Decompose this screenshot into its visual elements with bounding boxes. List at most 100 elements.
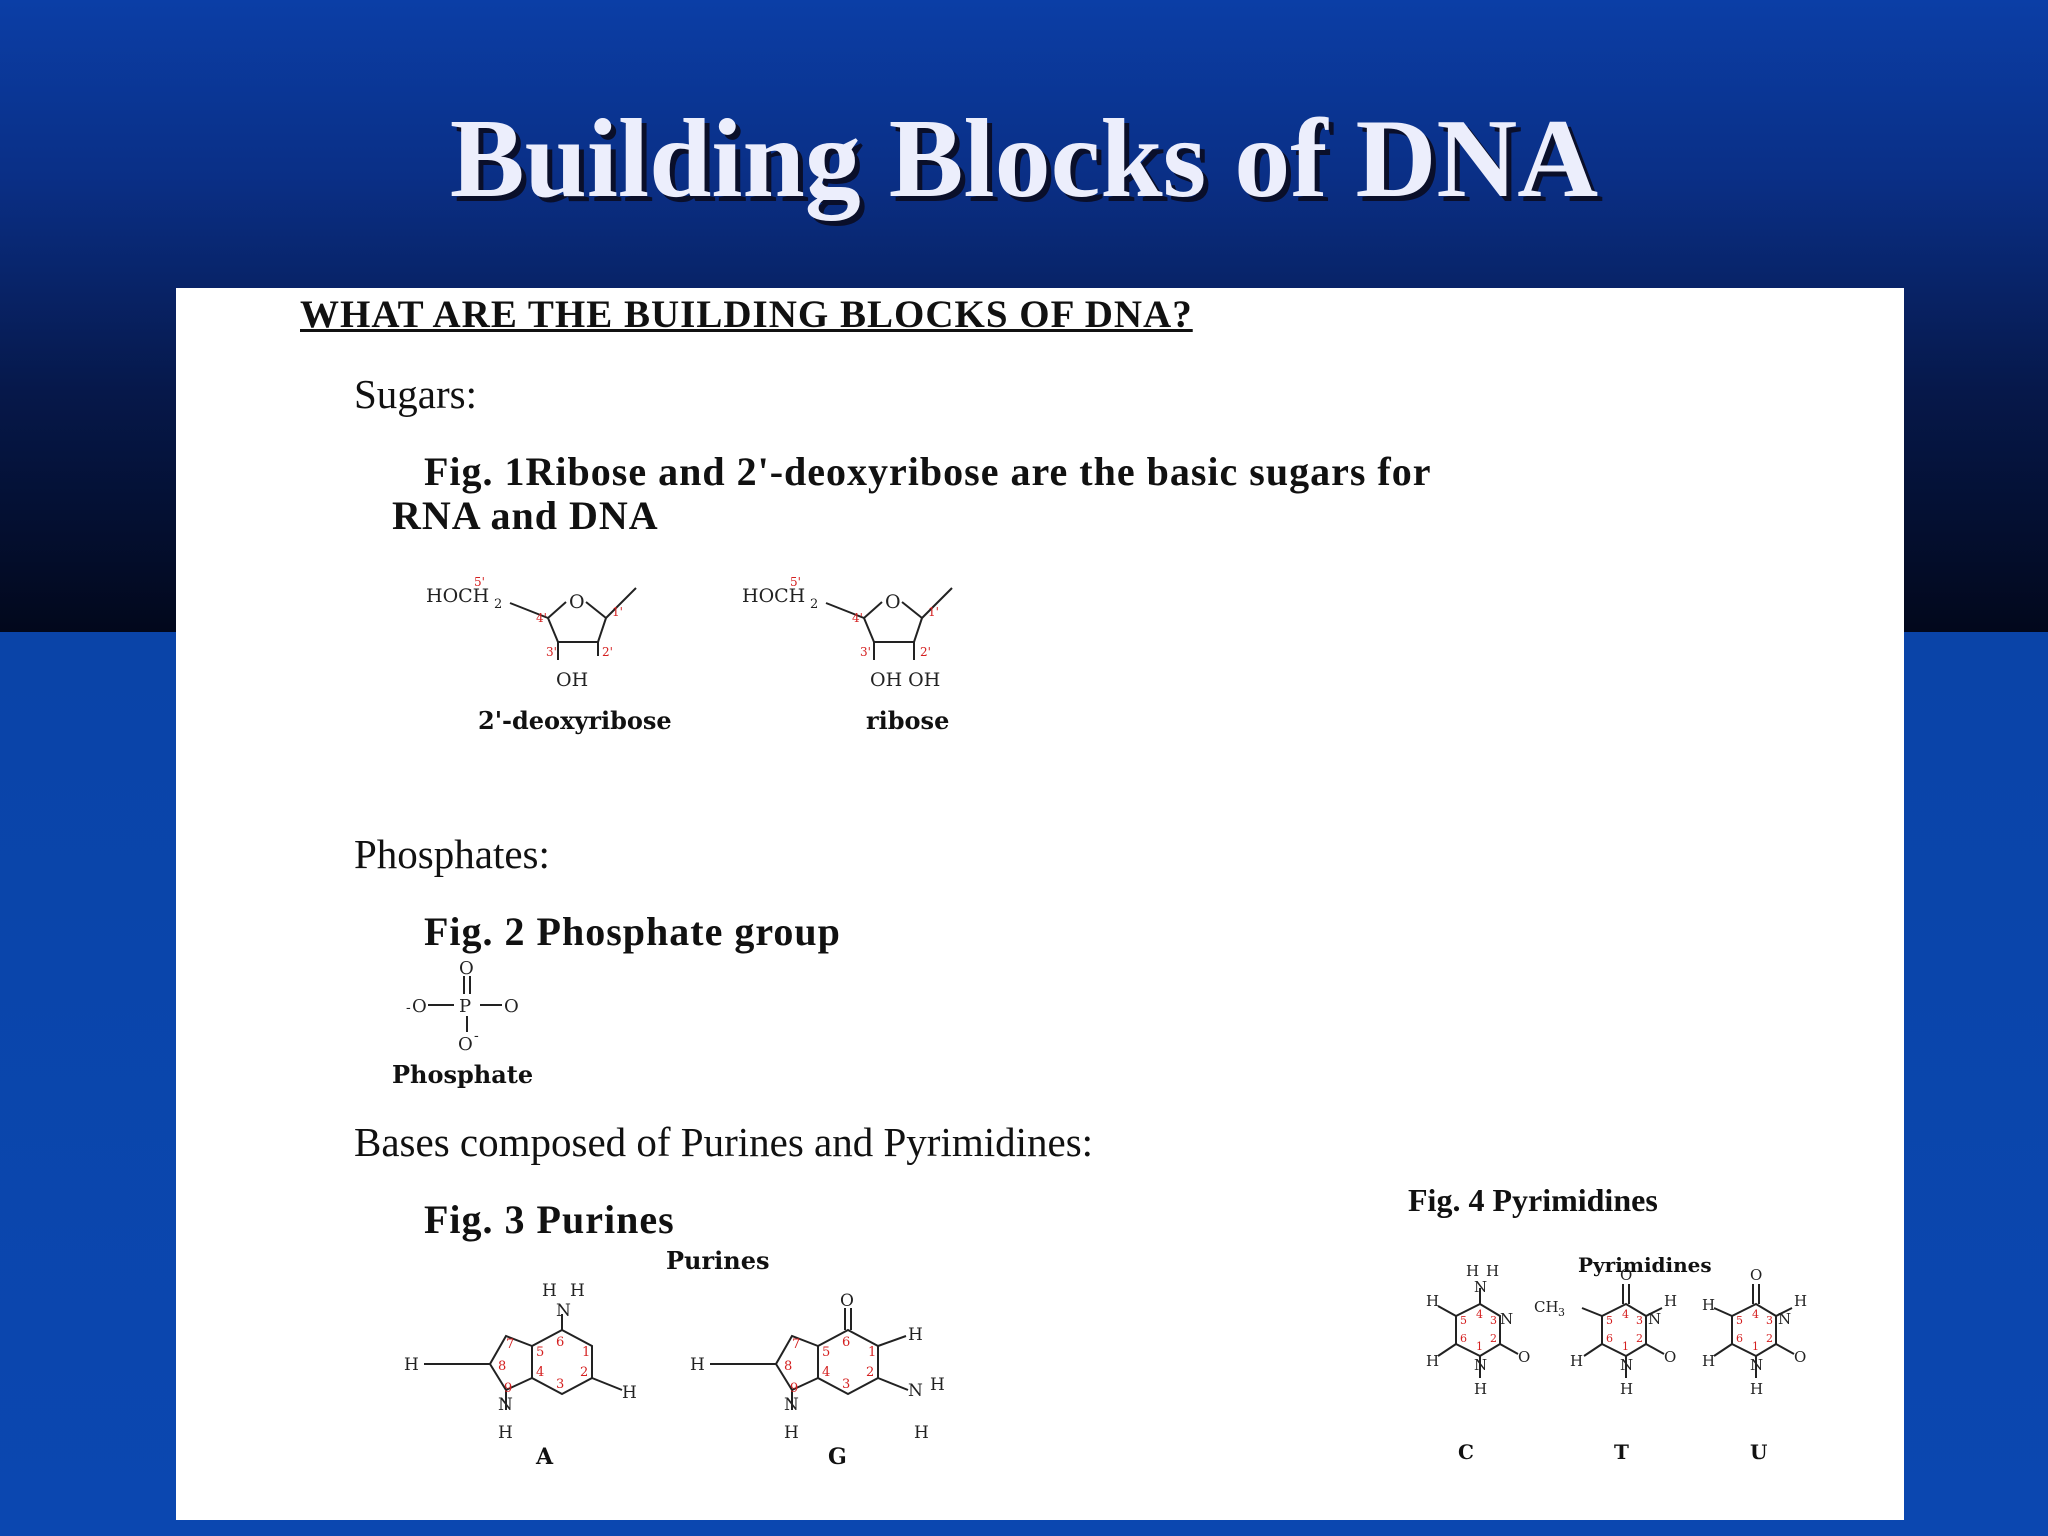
phosphate-name: Phosphate <box>392 1060 534 1089</box>
svg-text:O: O <box>1518 1348 1530 1366</box>
ribose-structure: HOCH 2 O OH OH 5' 4' 3' 2' 1' <box>742 575 953 691</box>
deoxyribose-pos-2: 2' <box>602 645 613 659</box>
svg-text:8: 8 <box>498 1359 506 1374</box>
thymine-label: T <box>1614 1440 1629 1464</box>
svg-text:H: H <box>1426 1352 1439 1370</box>
svg-text:N: N <box>1474 1278 1487 1296</box>
guanine-label: G <box>828 1444 847 1470</box>
svg-text:H: H <box>1474 1380 1487 1398</box>
svg-text:O: O <box>1620 1266 1632 1284</box>
svg-text:H: H <box>1466 1262 1479 1280</box>
svg-text:N: N <box>1474 1356 1487 1374</box>
svg-text:5: 5 <box>1606 1314 1613 1327</box>
svg-text:1: 1 <box>1752 1340 1759 1353</box>
svg-text:O: O <box>840 1291 854 1311</box>
ribose-pos-1: 1' <box>928 605 939 619</box>
deoxyribose-pos-5: 5' <box>474 575 485 589</box>
svg-text:N: N <box>1500 1310 1513 1328</box>
ribose-hoch-sub: 2 <box>810 597 818 612</box>
deoxyribose-pos-3: 3' <box>546 645 557 659</box>
svg-text:N: N <box>1750 1356 1763 1374</box>
phosphate-bottom-minus: - <box>474 1028 479 1044</box>
svg-text:6: 6 <box>842 1335 850 1350</box>
svg-text:3: 3 <box>842 1377 850 1392</box>
thymine-methyl-sub: 3 <box>1558 1306 1565 1319</box>
phosphate-top-oxygen: O <box>459 958 474 979</box>
content-panel: WHAT ARE THE BUILDING BLOCKS OF DNA? Sug… <box>176 288 1904 1520</box>
svg-text:H: H <box>690 1355 705 1375</box>
svg-text:4: 4 <box>536 1365 544 1380</box>
slide-title: Building Blocks of DNA <box>449 97 1599 221</box>
uracil-structure: O H H N H N H O 5 4 3 2 1 6 <box>1702 1266 1807 1398</box>
svg-text:4: 4 <box>1476 1308 1483 1321</box>
purines-subtitle: Purines <box>666 1246 770 1275</box>
ribose-pos-3: 3' <box>860 645 871 659</box>
svg-text:H: H <box>784 1423 799 1443</box>
uracil-label: U <box>1750 1440 1768 1464</box>
svg-text:5: 5 <box>536 1345 544 1360</box>
thymine-methyl: CH <box>1534 1298 1559 1316</box>
svg-text:H: H <box>622 1383 637 1403</box>
svg-text:4: 4 <box>1622 1308 1629 1321</box>
cytosine-label: C <box>1458 1440 1474 1464</box>
svg-text:H: H <box>1486 1262 1499 1280</box>
svg-text:O: O <box>1750 1266 1762 1284</box>
svg-text:6: 6 <box>1736 1332 1743 1345</box>
svg-text:N: N <box>1620 1356 1633 1374</box>
ribose-pos-4: 4' <box>852 611 863 625</box>
svg-text:4: 4 <box>822 1365 830 1380</box>
svg-text:H: H <box>1750 1380 1763 1398</box>
svg-text:7: 7 <box>792 1337 800 1352</box>
ribose-ring-oxygen: O <box>885 591 901 613</box>
svg-text:H: H <box>570 1281 585 1301</box>
ribose-oh-oh: OH OH <box>870 669 940 691</box>
thymine-structure: O CH 3 H N H N H O 5 4 3 2 1 6 <box>1534 1266 1677 1398</box>
deoxyribose-hoch-sub: 2 <box>494 597 502 612</box>
svg-text:2: 2 <box>1766 1332 1773 1345</box>
svg-text:N: N <box>498 1395 513 1415</box>
ribose-name: ribose <box>866 706 950 735</box>
phosphate-right-oxygen: O <box>504 996 519 1017</box>
svg-text:5: 5 <box>1460 1314 1467 1327</box>
svg-text:9: 9 <box>504 1381 512 1396</box>
deoxyribose-ring-oxygen: O <box>569 591 585 613</box>
svg-text:1: 1 <box>1622 1340 1629 1353</box>
svg-text:7: 7 <box>506 1337 514 1352</box>
svg-text:N: N <box>784 1395 799 1415</box>
deoxyribose-pos-4: 4' <box>536 611 547 625</box>
svg-text:2: 2 <box>1636 1332 1643 1345</box>
phosphate-left-oxygen: O <box>412 996 427 1017</box>
deoxyribose-hoch-text: HOCH <box>426 585 489 607</box>
fig1-caption-line1: Fig. 1Ribose and 2'-deoxyribose are the … <box>424 449 1432 494</box>
phosphate-structure: O - O P O O - <box>406 958 519 1055</box>
adenine-label: A <box>536 1444 554 1470</box>
deoxyribose-pos-1: 1' <box>612 605 623 619</box>
phosphate-left-minus: - <box>406 1000 411 1016</box>
svg-text:2: 2 <box>866 1365 874 1380</box>
svg-text:N: N <box>556 1301 571 1321</box>
panel-heading: WHAT ARE THE BUILDING BLOCKS OF DNA? <box>300 293 1193 336</box>
svg-text:H: H <box>1702 1352 1715 1370</box>
svg-text:N: N <box>1648 1310 1661 1328</box>
svg-text:5: 5 <box>822 1345 830 1360</box>
svg-text:H: H <box>1570 1352 1583 1370</box>
svg-text:N: N <box>1778 1310 1791 1328</box>
svg-text:H: H <box>908 1325 923 1345</box>
deoxyribose-oh: OH <box>556 669 588 691</box>
svg-text:5: 5 <box>1736 1314 1743 1327</box>
pyrimidines-subtitle: Pyrimidines <box>1578 1253 1712 1277</box>
svg-text:1: 1 <box>868 1345 876 1360</box>
ribose-pos-5: 5' <box>790 575 801 589</box>
svg-text:2: 2 <box>1490 1332 1497 1345</box>
fig1-caption-line2: RNA and DNA <box>392 493 659 538</box>
svg-text:H: H <box>1426 1292 1439 1310</box>
svg-text:3: 3 <box>1636 1314 1643 1327</box>
svg-text:2: 2 <box>580 1365 588 1380</box>
svg-text:H: H <box>914 1423 929 1443</box>
fig2-caption: Fig. 2 Phosphate group <box>424 909 841 954</box>
svg-text:N: N <box>908 1381 923 1401</box>
svg-text:3: 3 <box>556 1377 564 1392</box>
svg-text:H: H <box>1664 1292 1677 1310</box>
svg-text:1: 1 <box>582 1345 590 1360</box>
svg-text:O: O <box>1664 1348 1676 1366</box>
